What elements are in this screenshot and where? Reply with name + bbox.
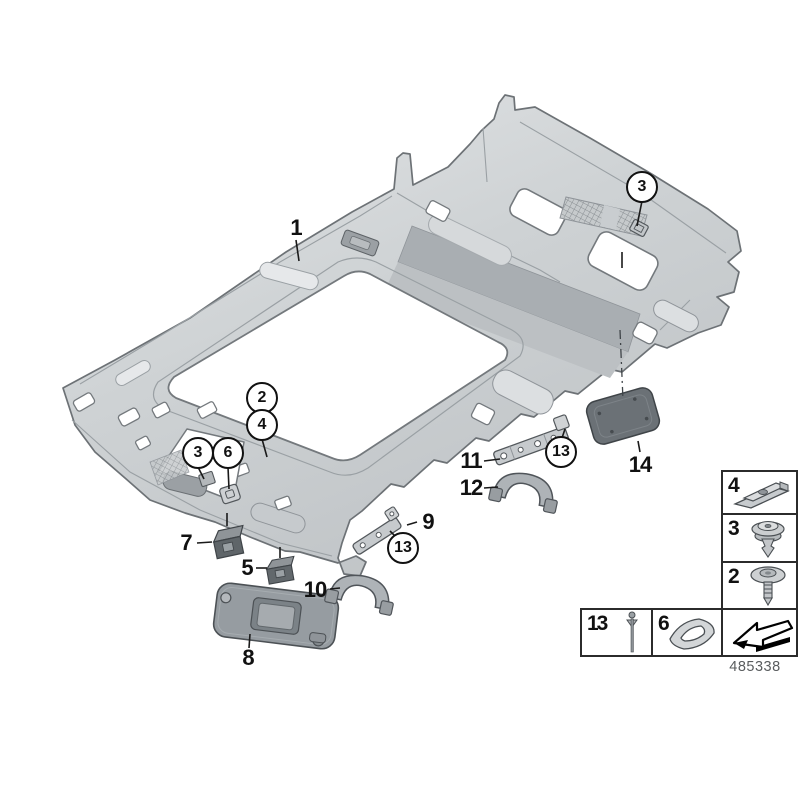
rail-recess-strips (115, 214, 699, 534)
legend-label-4: 4 (728, 474, 740, 497)
pin-rivet-icon (626, 611, 638, 653)
legend-label-6: 6 (658, 612, 670, 635)
grab-handle-rear (487, 466, 563, 515)
direction-of-travel-arrow-icon (732, 619, 794, 652)
expansion-rivet-icon (751, 521, 785, 558)
rear-roof-opening-1 (509, 188, 567, 236)
callout-1[interactable]: 1 (290, 215, 302, 240)
dash-dot-line (619, 329, 624, 401)
mounting-cutouts (72, 200, 658, 511)
callout-8[interactable]: 8 (242, 645, 254, 670)
grommet-detail (219, 483, 241, 505)
diagram-part-number: 485338 (729, 659, 781, 675)
sunroof-rim (152, 257, 524, 476)
callout-2[interactable]: 2 (246, 382, 278, 414)
legend-box-arrow (721, 608, 798, 657)
legend-box-13: 13 (580, 608, 653, 657)
callout-7[interactable]: 7 (180, 530, 192, 555)
callout-3-front[interactable]: 3 (182, 437, 214, 469)
clip-part-7 (212, 524, 245, 560)
headliner-panel (62, 94, 742, 577)
frame-gasket-icon (669, 618, 715, 650)
callout-11[interactable]: 11 (460, 448, 482, 473)
rear-clip-detail (629, 219, 649, 237)
callout-3-rear[interactable]: 3 (626, 171, 658, 203)
console-mesh (149, 449, 190, 486)
sun-visor (212, 582, 340, 650)
cover-part-14 (585, 387, 661, 445)
callout-14[interactable]: 14 (628, 452, 653, 477)
clip-part-5 (265, 555, 295, 585)
bracket-part-9 (352, 506, 402, 555)
rear-recess-band-2 (384, 262, 628, 378)
rear-roof-opening-2 (587, 231, 659, 291)
legend-box-6: 6 (651, 608, 723, 657)
legend-label-3: 3 (728, 517, 740, 540)
callout-13-front[interactable]: 13 (387, 532, 419, 564)
speaker-mesh-bar (600, 205, 620, 230)
legend-label-13: 13 (587, 612, 608, 635)
callout-9[interactable]: 9 (422, 509, 434, 534)
callout-12[interactable]: 12 (459, 475, 484, 500)
legend-box-3: 3 (721, 513, 798, 563)
legend-box-4: 4 (721, 470, 798, 515)
callout-10[interactable]: 10 (303, 577, 328, 602)
callout-13-rear[interactable]: 13 (545, 436, 577, 468)
legend-box-2: 2 (721, 561, 798, 610)
callout-5[interactable]: 5 (241, 555, 253, 580)
legend-label-2: 2 (728, 565, 740, 588)
flange-screw-icon (750, 566, 786, 607)
leader-lines (196, 200, 643, 649)
callout-4[interactable]: 4 (246, 409, 278, 441)
slide-clip-icon (733, 481, 790, 509)
callout-6[interactable]: 6 (212, 437, 244, 469)
